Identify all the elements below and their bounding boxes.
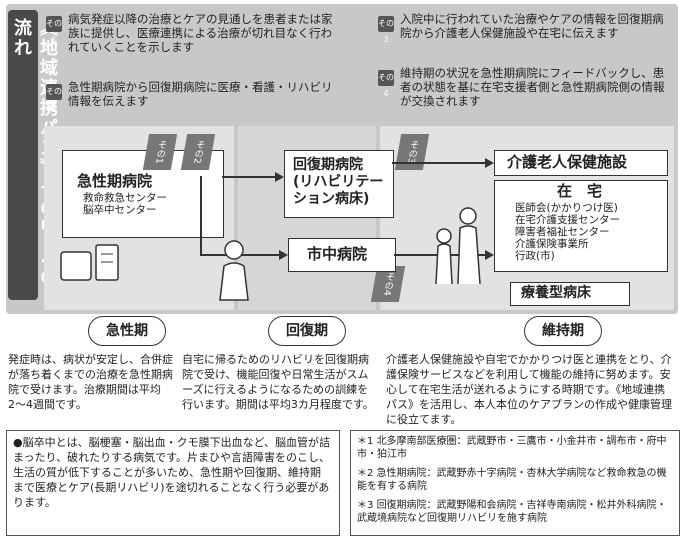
footnote-3-text: 回復期病院：武蔵野陽和会病院・吉祥寺南病院・松井外科病院・武蔵境病院など回復期リ… [357, 500, 667, 524]
care-facility-box: 介護老人保健施設 [494, 150, 668, 176]
badge-2: その2 [46, 84, 62, 112]
acute-hospital-title: 急性期病院 [77, 172, 153, 190]
arrow-rehab-care [485, 158, 494, 168]
stroke-note-box: ●脳卒中とは、脳梗塞・脳出血・クモ膜下出血など、脳血管が詰まったり、破れたりする… [6, 430, 340, 536]
intro-1: 病気発症以降の治療とケアの見通しを患者または家族に提供し、医療連携による治療が切… [68, 12, 333, 54]
arrow-city-home [485, 250, 494, 260]
side-title: 《地域連携パス》その1〜4の流れ [8, 10, 58, 300]
footnote-2: ＊2 急性期病院：武蔵野赤十字病院・杏林大学病院など救命救急の機能を有する病院 [357, 467, 673, 493]
phase-maintenance: 維持期 [524, 316, 602, 346]
home-item-3: 障害者福祉センター [515, 226, 610, 238]
rehab-hospital-box: 回復期病院 (リハビリテーション病床) [284, 150, 394, 218]
city-hospital-title: 市中病院 [307, 245, 368, 263]
footnote-3-mark: ＊3 [357, 500, 374, 511]
intro-3: 入院中に行われていた治療やケアの情報を回復期病院から介護老人保健施設や在宅に伝え… [400, 12, 664, 40]
badge-4: その4 [378, 70, 394, 98]
nurse-figure-icon [219, 240, 249, 301]
home-title: 在 宅 [557, 182, 603, 200]
intro-2: 急性期病院から回復期病院に医療・看護・リハビリ情報を伝えます [68, 80, 333, 108]
medical-equipment-icon [60, 244, 119, 281]
description-maintenance: 介護老人保健施設や自宅でかかりつけ医と連携をとり、介護保険サービスなどを利用して… [386, 353, 672, 426]
footnote-2-text: 急性期病院：武蔵野赤十字病院・杏林大学病院など救命救急の機能を有する病院 [357, 468, 667, 492]
description-acute: 発症時は、病状が安定し、合併症が落ち着くまでの治療を急性期病院で受けます。治療期… [8, 353, 173, 411]
home-item-4: 介護保険事業所 [515, 238, 589, 250]
connector-rehab-care [392, 162, 486, 164]
connector-acute-city-v [200, 176, 202, 254]
footnote-2-mark: ＊2 [357, 468, 374, 479]
footnotes-box: ＊1 北多摩南部医療圏：武蔵野市・三鷹市・小金井市・調布市・府中市・狛江市 ＊2… [350, 430, 680, 536]
footnote-1: ＊1 北多摩南部医療圏：武蔵野市・三鷹市・小金井市・調布市・府中市・狛江市 [357, 435, 673, 461]
arrow-acute-city [279, 250, 288, 260]
intro-4: 維持期の状況を急性期病院にフィードバックし、患者の状態を基に在宅支援者側と急性期… [400, 66, 665, 108]
connector-acute-rehab [222, 176, 276, 178]
acute-hospital-sub1: 救命救急センター [83, 192, 167, 204]
footnote-1-mark: ＊1 [357, 436, 374, 447]
phase-acute: 急性期 [88, 316, 166, 346]
badge-3: その3 [378, 16, 394, 44]
caregiver-figure-icon [435, 207, 481, 285]
badge-1: その1 [46, 16, 62, 44]
phase-rehab: 回復期 [268, 316, 346, 346]
footnote-3: ＊3 回復期病院：武蔵野陽和会病院・吉祥寺南病院・松井外科病院・武蔵境病院など回… [357, 499, 673, 525]
home-item-2: 在宅介護支援センター [515, 214, 620, 226]
arrow-acute-rehab [275, 172, 284, 182]
stroke-note-text: ●脳卒中とは、脳梗塞・脳出血・クモ膜下出血など、脳血管が詰まったり、破れたりする… [13, 436, 331, 509]
description-rehab: 自宅に帰るためのリハビリを回復期病院で受け、機能回復や日常生活がスムーズに行える… [182, 353, 374, 411]
city-hospital-box: 市中病院 [288, 238, 396, 272]
care-facility-title: 介護老人保健施設 [507, 153, 628, 171]
rehab-hospital-title: 回復期病院 (リハビリテーション病床) [293, 157, 384, 207]
home-item-1: 医師会(かかりつけ医) [515, 202, 618, 214]
home-item-5: 行政(市) [515, 250, 555, 262]
footnote-1-text: 北多摩南部医療圏：武蔵野市・三鷹市・小金井市・調布市・府中市・狛江市 [357, 436, 667, 460]
home-box: 在 宅 医師会(かかりつけ医) 在宅介護支援センター 障害者福祉センター 介護保… [494, 180, 668, 272]
acute-hospital-sub2: 脳卒中センター [83, 204, 157, 216]
ltc-title: 療養型病床 [521, 285, 591, 301]
ltc-box: 療養型病床 [510, 282, 630, 306]
